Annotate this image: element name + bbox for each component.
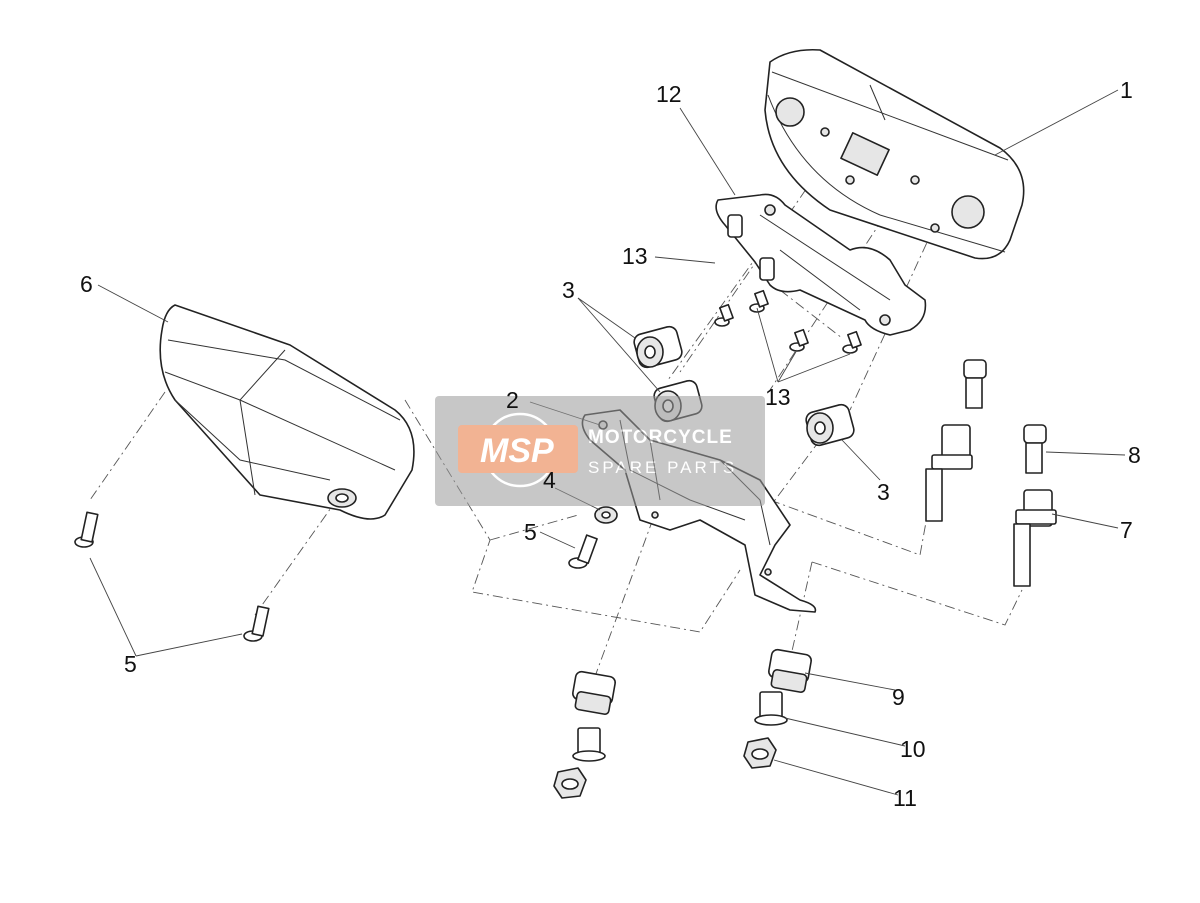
part-13-screws bbox=[714, 289, 862, 354]
leader-lines bbox=[89, 89, 1126, 796]
part-8-bolts bbox=[963, 359, 1047, 474]
part-7-spacers bbox=[925, 424, 1057, 587]
part-4-washer bbox=[594, 506, 618, 524]
callout-3a: 3 bbox=[562, 277, 575, 303]
callout-6: 6 bbox=[80, 271, 93, 297]
part-6-instrument-cover bbox=[159, 304, 415, 520]
callout-11: 11 bbox=[893, 785, 917, 811]
callout-9: 9 bbox=[892, 684, 905, 710]
callout-12: 12 bbox=[656, 81, 682, 107]
callout-3b: 3 bbox=[877, 479, 890, 505]
part-12-upper-bracket bbox=[715, 193, 927, 336]
callout-5a: 5 bbox=[524, 519, 537, 545]
callout-1: 1 bbox=[1120, 77, 1133, 103]
part-10-sleeves bbox=[572, 691, 788, 762]
callout-2: 2 bbox=[506, 387, 519, 413]
callout-4: 4 bbox=[543, 467, 556, 493]
part-9-rubber-bushings bbox=[572, 648, 812, 715]
watermark: MSP MOTORCYCLE SPARE PARTS bbox=[435, 396, 765, 506]
callout-8: 8 bbox=[1128, 442, 1141, 468]
callout-13b: 13 bbox=[765, 384, 791, 410]
part-11-nuts bbox=[553, 737, 777, 799]
watermark-logo: MSP bbox=[480, 432, 554, 470]
watermark-line-2: SPARE PARTS bbox=[588, 458, 737, 477]
callout-labels: 1 2 3 3 4 5 5 6 7 8 9 10 11 12 13 13 bbox=[80, 77, 1141, 811]
callout-10: 10 bbox=[900, 736, 926, 762]
callout-7: 7 bbox=[1120, 517, 1133, 543]
part-5-screws bbox=[74, 511, 598, 642]
callout-5b: 5 bbox=[124, 651, 137, 677]
part-1-instrument-panel bbox=[764, 48, 1025, 260]
callout-13a: 13 bbox=[622, 243, 648, 269]
watermark-line-1: MOTORCYCLE bbox=[588, 427, 733, 448]
